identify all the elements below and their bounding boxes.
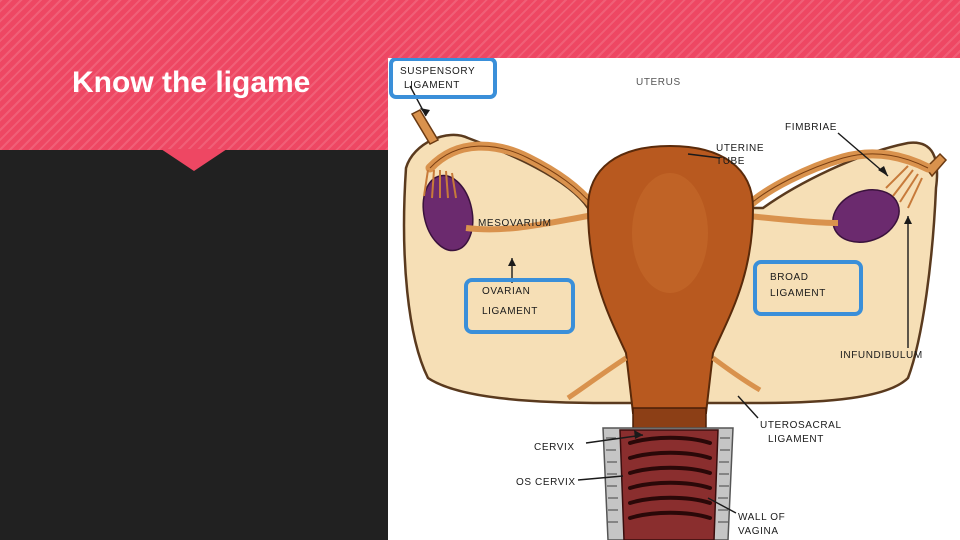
label-uterosacral-2: LIGAMENT [768, 434, 824, 445]
label-fimbriae: FIMBRIAE [785, 122, 837, 133]
label-suspensory-1: SUSPENSORY [400, 66, 475, 77]
label-ovarian-2: LIGAMENT [482, 306, 538, 317]
label-broad-2: LIGAMENT [770, 288, 826, 299]
label-cervix: CERVIX [534, 442, 575, 453]
label-uterine-tube-1: UTERINE [716, 143, 764, 154]
label-uterine-tube-2: TUBE [716, 156, 745, 167]
label-suspensory-2: LIGAMENT [404, 80, 460, 91]
uterus-diagram-image: SUSPENSORY LIGAMENT UTERUS FIMBRIAE UTER… [388, 58, 960, 540]
label-os-cervix: OS CERVIX [516, 477, 576, 488]
label-ovarian-1: OVARIAN [482, 286, 530, 297]
highlight-box-suspensory [391, 59, 495, 97]
header-notch [161, 149, 227, 171]
label-wall-2: VAGINA [738, 526, 779, 537]
label-broad-1: BROAD [770, 272, 809, 283]
label-infundibulum: INFUNDIBULUM [840, 350, 923, 361]
uterus-highlight [632, 173, 708, 293]
label-mesovarium: MESOVARIUM [478, 218, 552, 229]
slide-title: Know the ligame [72, 66, 310, 100]
label-uterus: UTERUS [636, 77, 681, 88]
label-wall-1: WALL OF [738, 512, 785, 523]
label-uterosacral-1: UTEROSACRAL [760, 420, 842, 431]
